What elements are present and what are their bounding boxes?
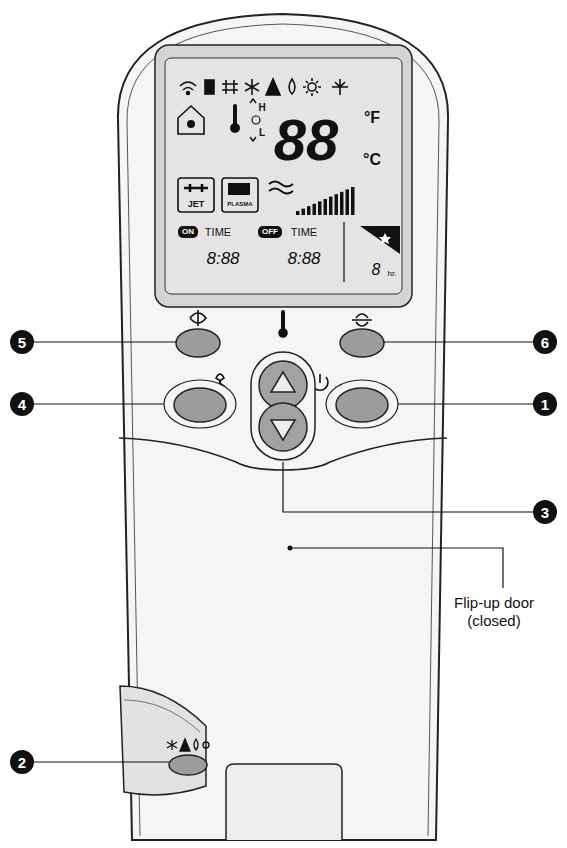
callout-number: 3 xyxy=(541,505,549,520)
house-icon xyxy=(178,106,204,134)
lcd-hours: 8 xyxy=(372,262,381,278)
lcd-label: JET xyxy=(188,200,205,209)
thermometer-icon xyxy=(233,106,237,124)
button-5 xyxy=(176,329,220,357)
lcd-indicator: L xyxy=(259,128,265,138)
leader-line xyxy=(34,342,533,762)
lcd-indicator: H xyxy=(258,103,265,113)
hl-arrows xyxy=(250,99,256,141)
mode-icons xyxy=(167,739,209,751)
down-arrow xyxy=(271,420,295,440)
part-label: Flip-up door (closed) xyxy=(444,594,544,630)
plasma-icon xyxy=(228,183,250,195)
thermometer-icon xyxy=(230,123,240,133)
cutaway-window xyxy=(120,686,206,795)
remote-body xyxy=(118,14,448,840)
callout-circles xyxy=(10,330,557,774)
button-6 xyxy=(340,329,384,357)
temp-up-button xyxy=(259,361,307,409)
button-1-ring xyxy=(326,380,398,428)
button-1 xyxy=(336,388,388,422)
lcd-label: hr. xyxy=(388,270,397,278)
house-icon xyxy=(187,120,195,128)
timer-flag xyxy=(360,226,400,254)
lcd-time: 8:88 xyxy=(287,250,320,267)
on-badge xyxy=(178,226,198,238)
up-arrow xyxy=(271,372,295,392)
lcd-badge: OFF xyxy=(262,228,278,236)
button-2 xyxy=(169,755,207,775)
lcd-icons xyxy=(180,78,348,96)
callout-number: 6 xyxy=(541,335,549,350)
lcd-label: TIME xyxy=(205,227,231,238)
lcd-unit: °F xyxy=(364,110,380,126)
sleep-icon xyxy=(252,116,260,124)
callout-number: 1 xyxy=(541,397,549,412)
battery-cover xyxy=(226,764,342,840)
callout-number: 4 xyxy=(18,397,26,412)
button-4 xyxy=(174,388,226,422)
button-4-ring xyxy=(164,380,236,428)
lcd-label: TIME xyxy=(291,227,317,238)
temp-buttons-frame xyxy=(251,352,315,460)
callout-number: 5 xyxy=(18,335,26,350)
temp-down-button xyxy=(259,403,307,451)
cutaway-edge xyxy=(124,700,200,732)
lcd-time: 8:88 xyxy=(206,250,239,267)
callout-number: 2 xyxy=(18,755,26,770)
lcd-frame xyxy=(155,45,412,307)
jet-icon xyxy=(184,184,208,192)
off-badge xyxy=(258,226,282,238)
lcd-badge: ON xyxy=(182,228,194,236)
fan-speed-bars xyxy=(296,187,355,215)
lcd-divider xyxy=(343,222,344,282)
plasma-box xyxy=(222,178,258,212)
star-icon xyxy=(379,233,391,244)
lcd-screen xyxy=(165,58,402,294)
lcd-unit: °C xyxy=(363,152,381,168)
airflow-icon xyxy=(269,182,293,194)
lcd-temperature: 88 xyxy=(274,111,339,169)
jet-box xyxy=(178,178,214,212)
lcd-label: PLASMA xyxy=(227,201,252,207)
leader-dot xyxy=(288,546,293,551)
